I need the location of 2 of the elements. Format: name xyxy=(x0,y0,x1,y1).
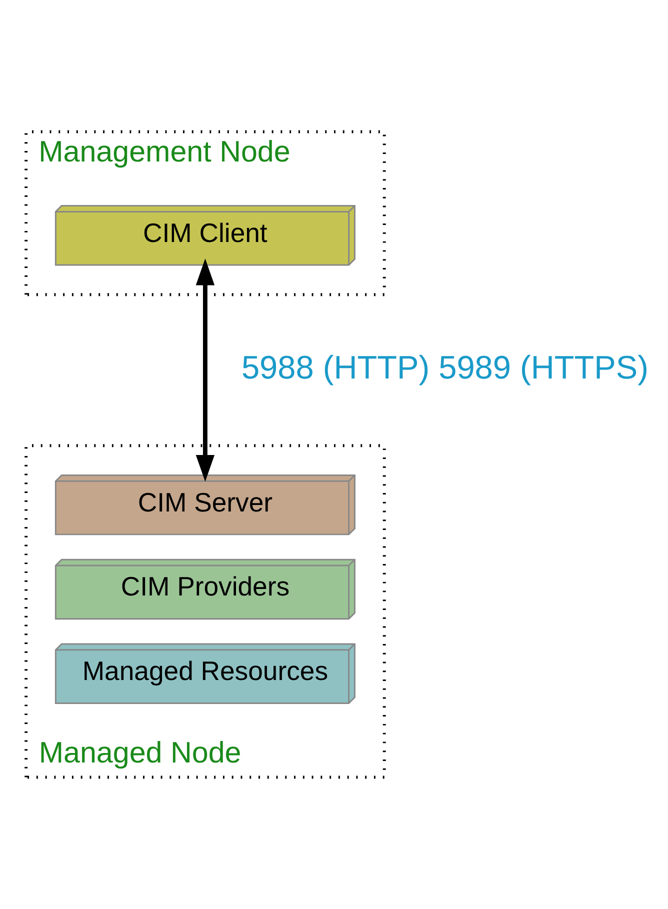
edge-label: 5988 (HTTP) 5989 (HTTPS) xyxy=(241,349,648,386)
arrow xyxy=(196,258,215,482)
